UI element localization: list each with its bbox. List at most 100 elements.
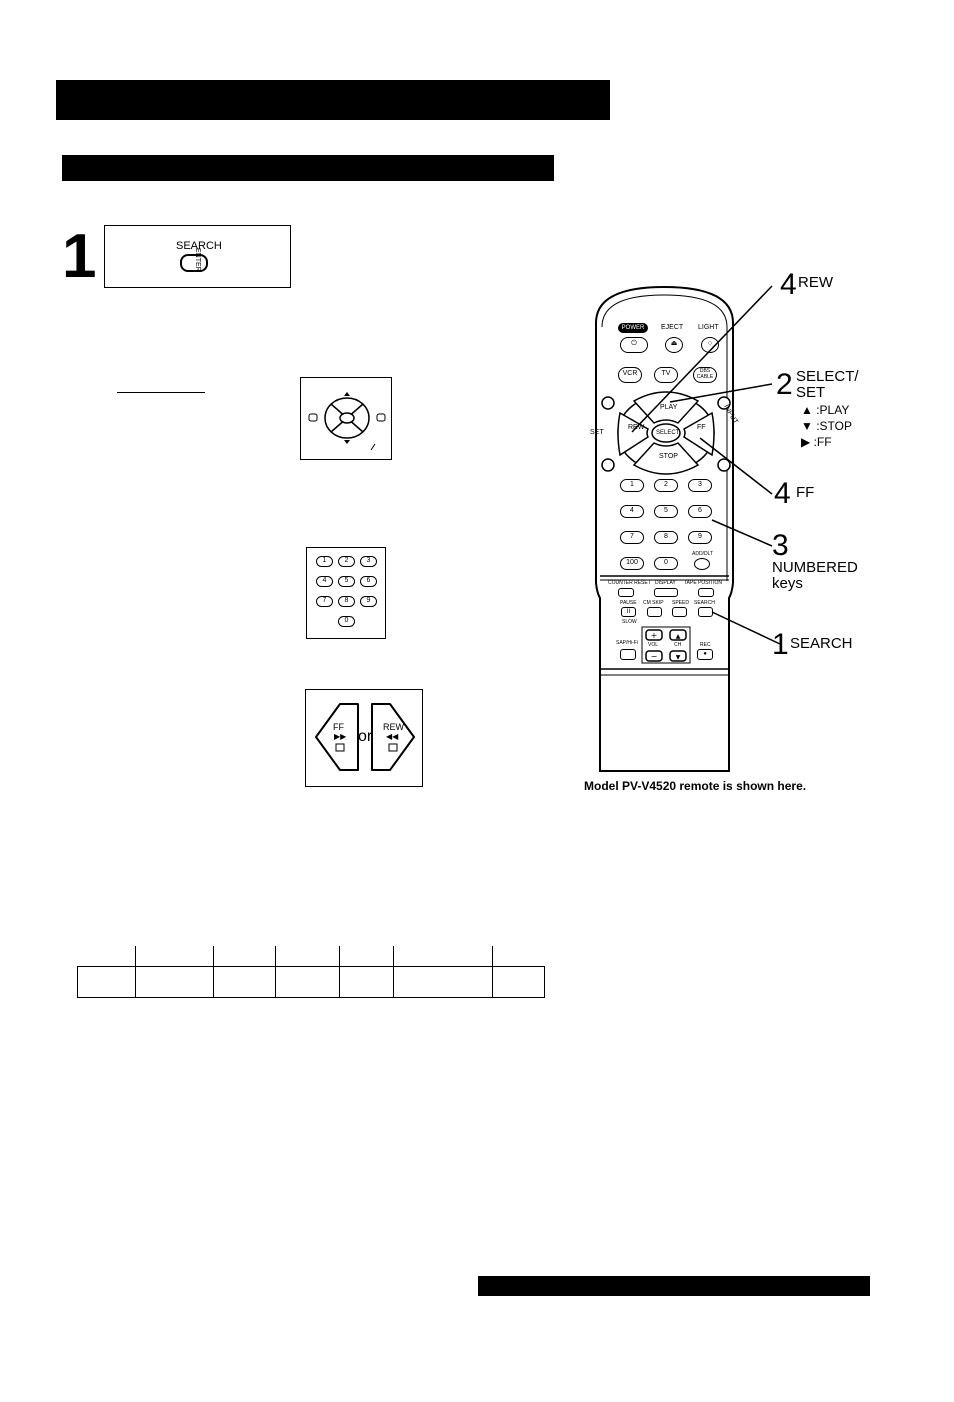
callout-ff-label: FF xyxy=(796,484,815,501)
keypad-key-3: 3 xyxy=(360,556,377,567)
remote-caption: Model PV-V4520 remote is shown here. xyxy=(584,779,807,793)
rec-label: REC xyxy=(700,642,711,648)
callout-select-number: 2 xyxy=(776,368,793,401)
sap-hifi-label: SAP/Hi-Fi xyxy=(616,640,638,646)
add-dlt-label: ADD/DLT xyxy=(692,551,714,557)
callout-stop-note: ▼ :STOP xyxy=(801,419,852,433)
underline-rule xyxy=(117,392,205,393)
speed-button[interactable] xyxy=(672,607,687,617)
sap-hifi-button[interactable] xyxy=(620,649,636,660)
callout-rew-number: 4 xyxy=(780,268,797,301)
enter-label: ENTER xyxy=(194,248,201,272)
rew-arrows-icon: ◀◀ xyxy=(386,732,399,741)
add-dlt-button[interactable] xyxy=(694,558,710,570)
vol-label: VOL xyxy=(648,642,659,648)
speed-label: SPEED xyxy=(672,600,689,606)
callout-keys-label: keys xyxy=(772,575,803,592)
ff-rew-illustration-box: FF ▶▶ or REW ◀◀ xyxy=(305,689,423,787)
search-button[interactable] xyxy=(698,607,713,617)
light-button[interactable]: ○ xyxy=(701,337,719,353)
remote-key-5[interactable]: 5 xyxy=(654,505,678,518)
remote-key-7[interactable]: 7 xyxy=(620,531,644,544)
ff-arrows-icon: ▶▶ xyxy=(334,732,347,741)
remote-key-3[interactable]: 3 xyxy=(688,479,712,492)
callout-search-number: 1 xyxy=(772,628,789,661)
light-label: LIGHT xyxy=(698,324,719,331)
remote-key-4[interactable]: 4 xyxy=(620,505,644,518)
dpad-icon xyxy=(308,392,386,451)
counter-reset-button[interactable] xyxy=(618,588,634,597)
tape-position-label: TAPE POSITION xyxy=(684,580,722,586)
rec-button[interactable]: ● xyxy=(697,649,713,660)
keypad-key-5: 5 xyxy=(338,576,355,587)
dbs-cable-button[interactable]: DBS CABLE xyxy=(693,367,717,383)
callout-numbered-label: NUMBERED xyxy=(772,559,858,576)
search-label: SEARCH xyxy=(176,240,222,252)
set-label: SET xyxy=(590,429,604,436)
step-1-number: 1 xyxy=(62,222,97,291)
section-bar xyxy=(62,155,554,181)
svg-text:−: − xyxy=(651,652,658,661)
dpad-illustration-box xyxy=(300,377,392,460)
display-button[interactable] xyxy=(654,588,678,597)
callout-numbered-number: 3 xyxy=(772,529,789,562)
callout-rew-label: REW xyxy=(798,274,833,291)
svg-text:▲: ▲ xyxy=(676,633,681,640)
remote-key-2[interactable]: 2 xyxy=(654,479,678,492)
callout-ff-number: 4 xyxy=(774,477,791,510)
keypad-key-8: 8 xyxy=(338,596,355,607)
svg-text:+: + xyxy=(651,631,658,640)
remote-key-9[interactable]: 9 xyxy=(688,531,712,544)
remote-control: + − ▲ ▼ POWER EJECT LIGHT ⏻ ⏏ ○ VCR TV D… xyxy=(586,283,743,775)
remote-key-8[interactable]: 8 xyxy=(654,531,678,544)
keypad-key-2: 2 xyxy=(338,556,355,567)
ff-label: FF xyxy=(333,722,344,732)
zero-button[interactable]: 0 xyxy=(654,557,678,570)
ff-rew-icons xyxy=(315,703,415,771)
stop-label: STOP xyxy=(659,453,678,460)
callout-search-label: SEARCH xyxy=(790,635,853,652)
rew-label: REW xyxy=(628,424,645,431)
display-label: DISPLAY xyxy=(655,580,676,586)
or-label: or xyxy=(358,728,373,745)
select-label[interactable]: SELECT xyxy=(656,430,680,436)
power-toggle-button[interactable]: ⏻ xyxy=(620,337,648,353)
vcr-button[interactable]: VCR xyxy=(618,367,642,383)
svg-text:▼: ▼ xyxy=(676,654,681,661)
search-button-icon xyxy=(180,254,208,272)
cm-skip-button[interactable] xyxy=(647,607,662,617)
keypad-key-7: 7 xyxy=(316,596,333,607)
callout-select-label: SELECT/ xyxy=(796,368,859,385)
pause-label: PAUSE xyxy=(620,600,637,606)
callout-set-label: SET xyxy=(796,384,826,401)
keypad-key-0: 0 xyxy=(338,616,355,627)
keypad-key-6: 6 xyxy=(360,576,377,587)
play-label: PLAY xyxy=(660,404,678,411)
step-1-search-box: SEARCH ENTER xyxy=(104,225,291,288)
ff-label: FF xyxy=(697,424,706,431)
remote-body-outline: + − ▲ ▼ xyxy=(595,285,734,772)
counter-reset-label: COUNTER RESET xyxy=(608,580,651,586)
cm-skip-label: CM SKIP xyxy=(643,600,664,606)
pause-button[interactable]: II xyxy=(621,607,636,617)
keypad-key-4: 4 xyxy=(316,576,333,587)
tv-button[interactable]: TV xyxy=(654,367,678,383)
keypad-key-9: 9 xyxy=(360,596,377,607)
remote-key-6[interactable]: 6 xyxy=(688,505,712,518)
hundred-button[interactable]: 100 xyxy=(620,557,644,570)
title-bar xyxy=(56,80,610,120)
keypad-key-1: 1 xyxy=(316,556,333,567)
remote-key-1[interactable]: 1 xyxy=(620,479,644,492)
callout-play-note: ▲ :PLAY xyxy=(801,403,850,417)
tape-position-button[interactable] xyxy=(698,588,714,597)
rew-label: REW xyxy=(383,722,404,732)
footer-bar xyxy=(478,1276,870,1296)
eject-label: EJECT xyxy=(661,324,684,331)
search-label: SEARCH xyxy=(694,600,715,606)
data-table xyxy=(77,946,545,998)
power-button[interactable]: POWER xyxy=(618,323,648,333)
eject-button[interactable]: ⏏ xyxy=(665,337,683,353)
ch-label: CH xyxy=(674,642,682,648)
